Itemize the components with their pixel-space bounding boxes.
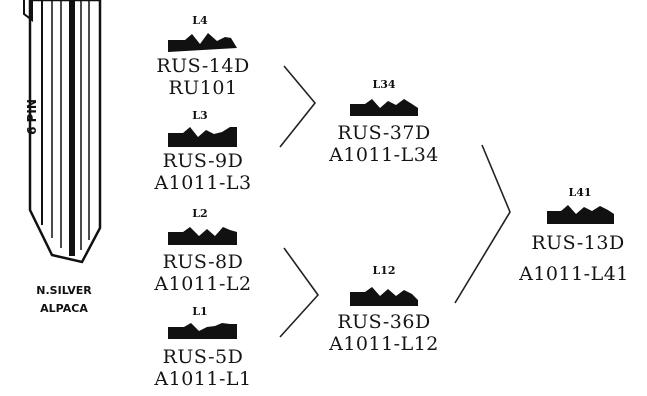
cut-profile-icon-l3 [168, 127, 237, 147]
material-label-line1: N.SILVER [36, 284, 92, 297]
pin-count-label: 6 PIN [25, 99, 39, 135]
profile-code-l12-secondary: A1011-L12 [329, 333, 439, 355]
profile-code-l41-secondary: A1011-L41 [519, 263, 629, 285]
profile-code-l34-primary: RUS-37D [337, 122, 431, 144]
profile-code-l4-secondary: RU101 [168, 77, 238, 99]
cut-profile-icon-l34 [350, 99, 418, 116]
profile-tag-l41: L41 [568, 186, 592, 199]
profile-tag-l4: L4 [192, 14, 208, 27]
cut-profile-icon-l1 [168, 323, 237, 339]
profile-code-l1-secondary: A1011-L1 [154, 368, 252, 390]
profile-tag-l12: L12 [372, 264, 396, 277]
cut-profile-icon-l41 [547, 205, 614, 224]
profile-tag-l3: L3 [192, 109, 208, 122]
cut-profile-icon-l12 [350, 287, 418, 306]
profile-code-l4-primary: RUS-14D [156, 55, 250, 77]
profile-code-l41-primary: RUS-13D [531, 232, 625, 254]
profile-tag-l34: L34 [372, 78, 396, 91]
profile-code-l2-primary: RUS-8D [162, 251, 244, 273]
profile-code-l2-secondary: A1011-L2 [154, 273, 252, 295]
profile-code-l3-secondary: A1011-L3 [154, 172, 252, 194]
key-blank-icon [23, 0, 102, 264]
connector-l34-l12 [454, 144, 511, 304]
cut-profile-icon-l4 [168, 33, 237, 52]
cut-profile-icon-l2 [168, 227, 237, 245]
profile-code-l34-secondary: A1011-L34 [329, 144, 439, 166]
connector-l4-l3 [279, 65, 317, 148]
connector-l2-l1 [279, 247, 320, 338]
profile-code-l12-primary: RUS-36D [337, 311, 431, 333]
profile-code-l1-primary: RUS-5D [162, 346, 244, 368]
profile-code-l3-primary: RUS-9D [162, 150, 244, 172]
profile-tag-l2: L2 [192, 207, 208, 220]
material-label-line2: ALPACA [40, 302, 88, 315]
profile-tag-l1: L1 [192, 305, 208, 318]
